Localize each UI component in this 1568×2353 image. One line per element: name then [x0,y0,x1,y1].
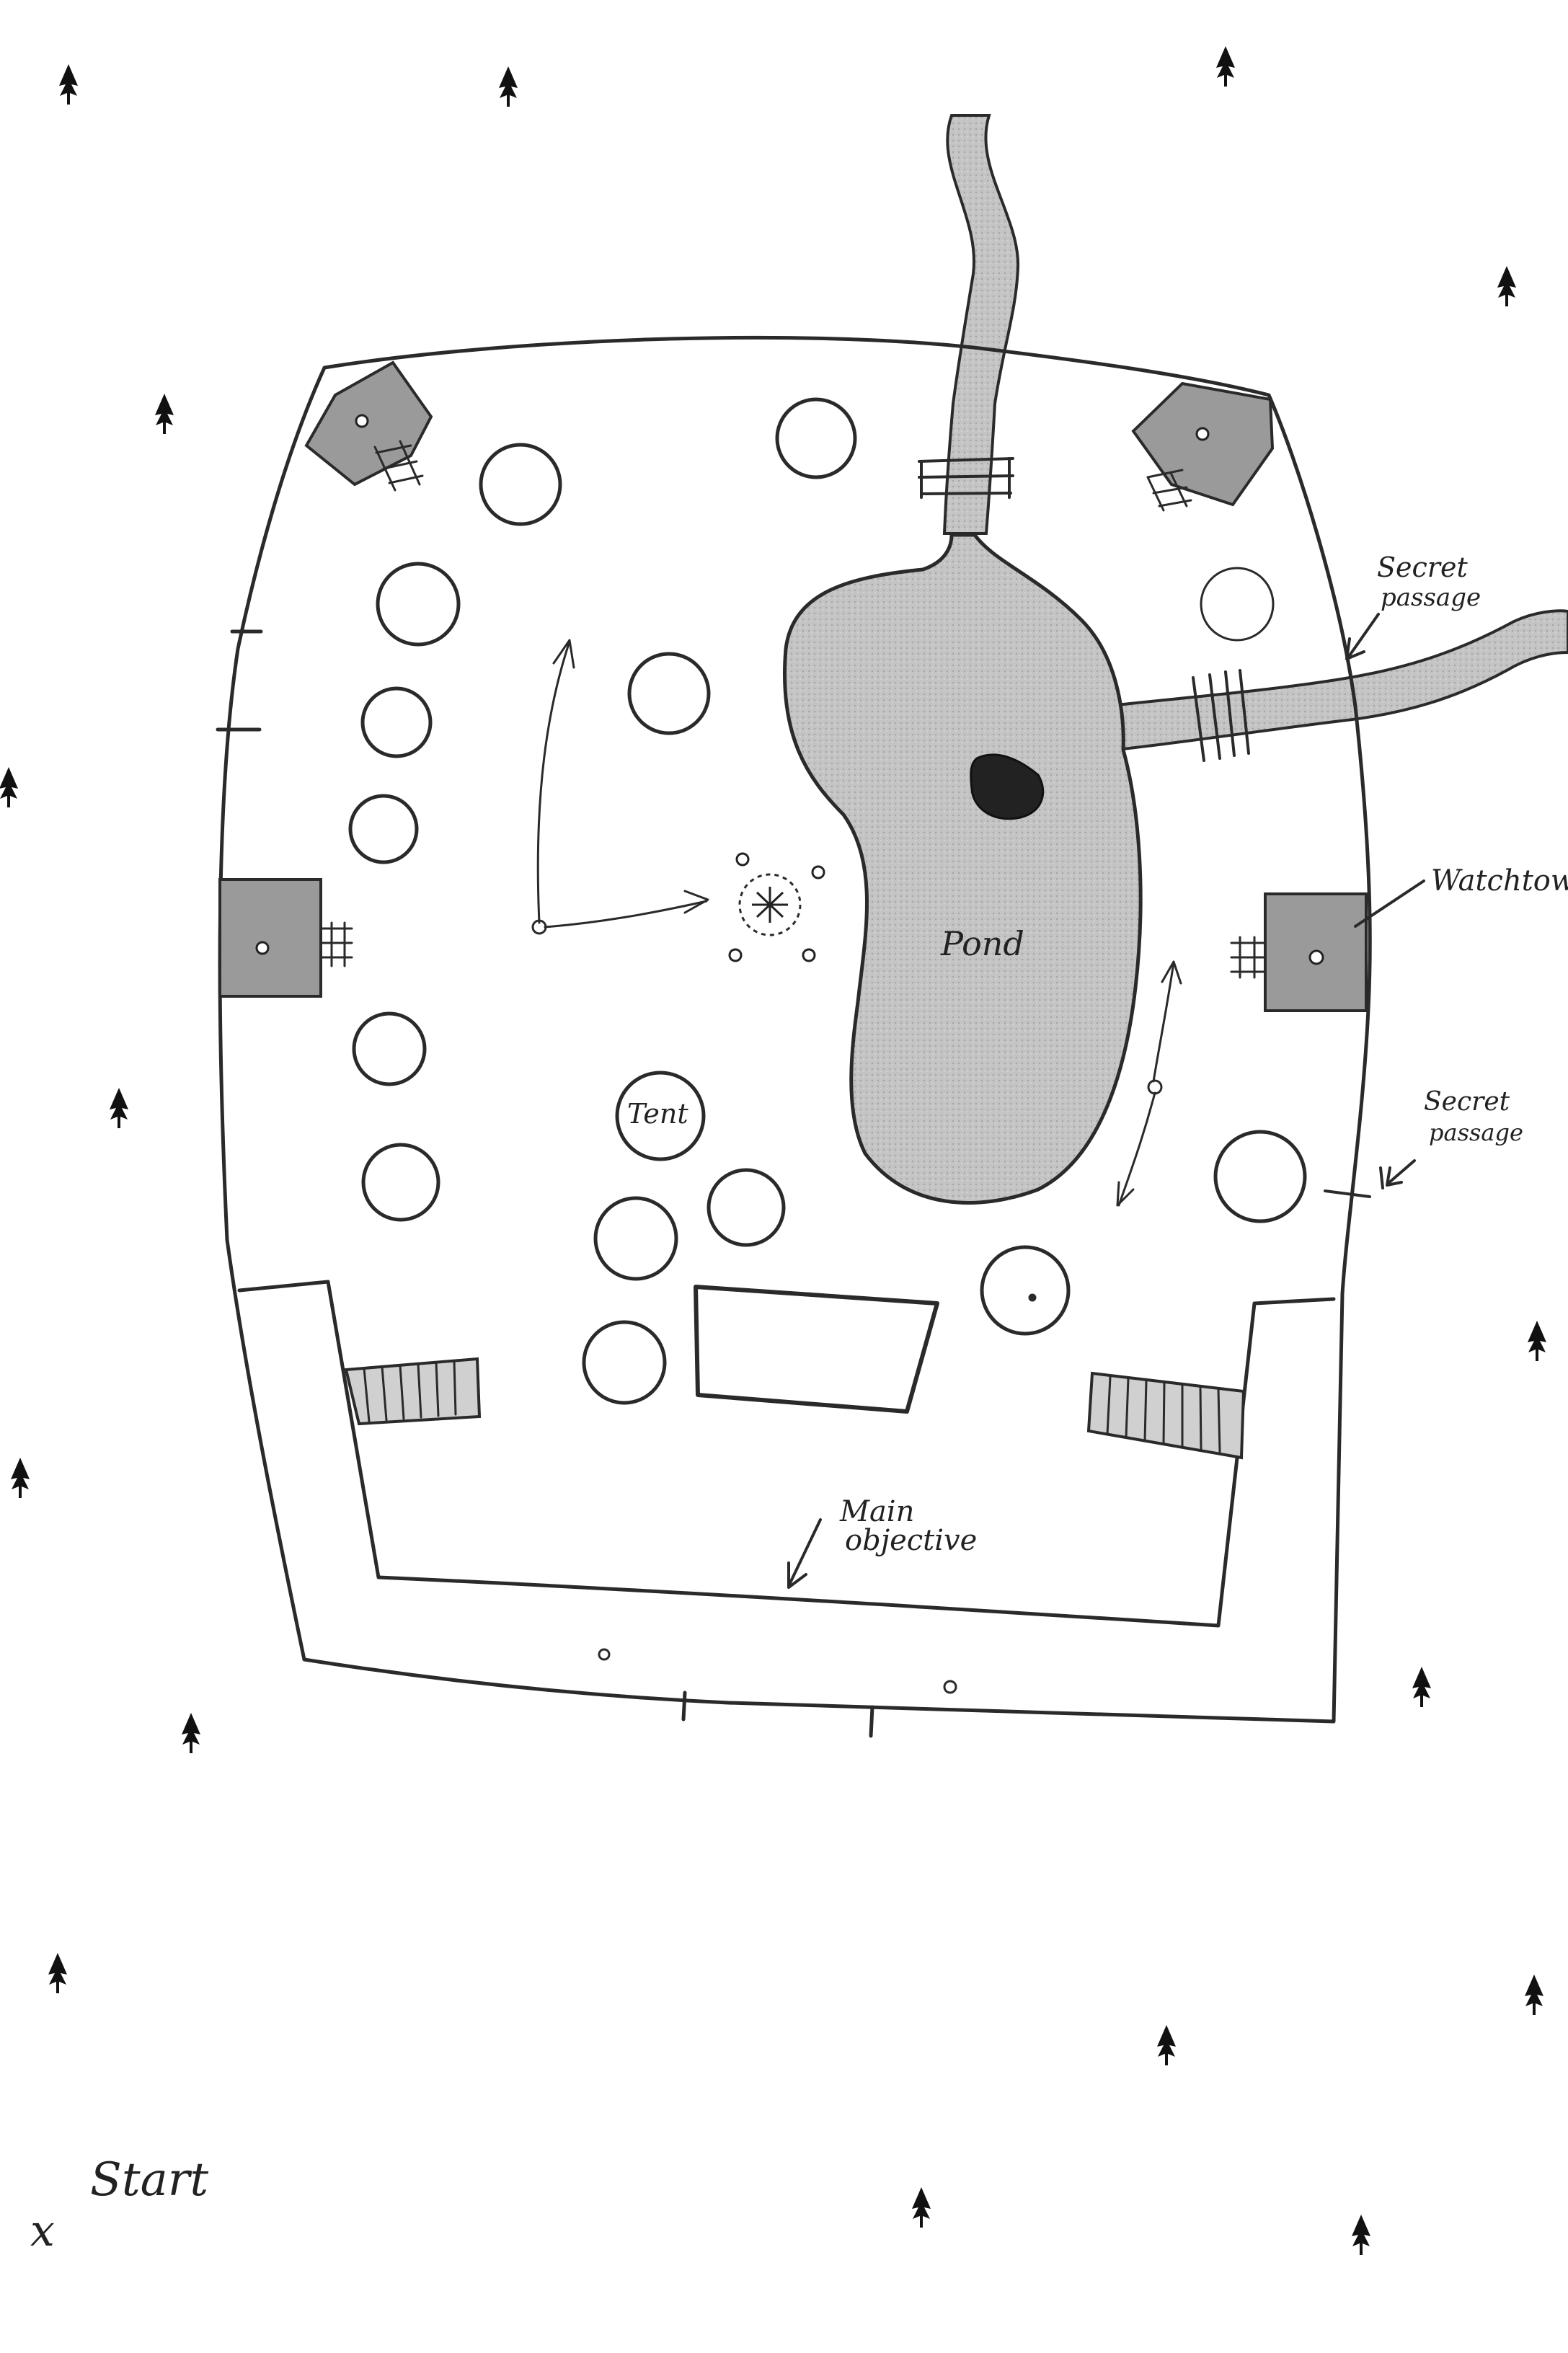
stairs-right [1086,1371,1246,1460]
tree-icon [182,1713,200,1753]
tree-icon [1412,1667,1431,1707]
tent [980,1245,1071,1336]
tent [1213,1130,1307,1223]
patrol-route-left [531,639,709,935]
bridge-top [918,457,1014,499]
watchtower-top-right [1131,381,1275,512]
tree-icon [155,394,174,434]
watchtower-right [1230,892,1368,1012]
stream-top [942,114,1020,535]
secret-passage-label: passage [1429,1119,1523,1146]
secret-passage-label: Secret [1424,1087,1510,1117]
pond-label: Pond [940,924,1024,963]
tree-icon [1525,1975,1543,2015]
tent [775,397,857,479]
watchtower-label: Watchtower [1431,864,1568,898]
tree-icon [1157,2025,1176,2065]
campfire [728,852,825,962]
labels: Secret passage Watchtower Secret passage… [30,551,1568,2256]
secret-passage-label: passage [1381,583,1481,612]
start-marker: x [30,2206,55,2256]
tree-icon [59,64,78,105]
tent [361,1143,440,1222]
tree-icon [1216,46,1235,87]
tree-icon [110,1088,128,1128]
pond [782,533,1143,1205]
start-label: Start [90,2153,208,2207]
tent [593,1196,678,1281]
tree-icon [1528,1321,1546,1361]
tent [479,443,562,526]
secret-passage-label: Secret [1377,551,1468,583]
tent [376,562,461,647]
tree-icon [1497,266,1516,306]
tent-label: Tent [627,1098,688,1130]
tent [582,1320,667,1405]
watchtower-left [218,878,353,998]
watchtowers [218,360,1368,1012]
annotation-arrows [787,613,1425,1589]
tent [627,652,711,735]
tent [360,686,433,758]
main-objective-label: objective [845,1524,977,1557]
tree-icon [11,1458,30,1498]
trees [0,46,1546,2255]
tent [615,1071,706,1161]
main-objective-label: Main [839,1495,914,1528]
stairs-left [344,1357,482,1426]
watchtower-top-left [304,360,433,492]
outer-wall [218,335,1372,1724]
tree-icon [0,767,18,807]
main-objective-building [694,1285,939,1414]
tent [707,1168,786,1247]
tent [1200,567,1275,642]
patrol-route-right [1116,960,1182,1207]
tents [348,397,1307,1405]
tent [352,1011,427,1086]
tree-icon [1352,2215,1370,2255]
tree-icon [48,1953,67,1993]
wall-ticks [216,629,957,1738]
bridge-right [1192,669,1250,762]
inner-wall [237,1280,1336,1628]
tent [348,794,419,864]
tree-icon [912,2187,931,2228]
tree-icon [499,66,518,107]
pond-rock [970,753,1045,820]
